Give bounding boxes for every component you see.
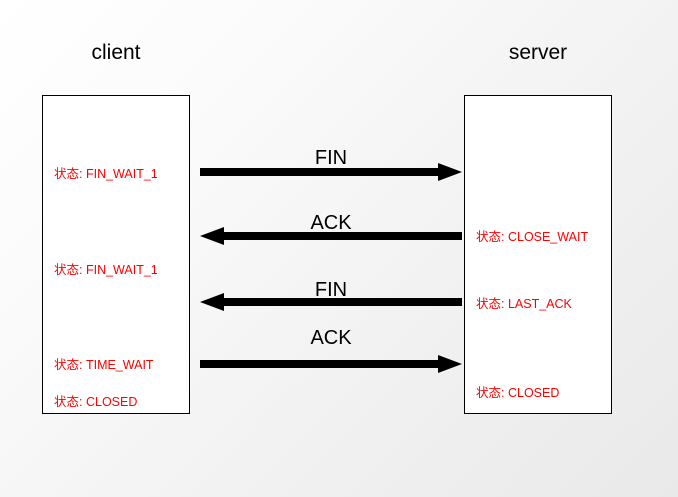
- message-arrow-right: [200, 163, 462, 181]
- message-arrow-left: [200, 227, 462, 245]
- message-label-fin-2: FIN: [314, 279, 348, 301]
- server-state-label: 状态: CLOSED: [476, 387, 559, 400]
- client-state-label: 状态: FIN_WAIT_1: [54, 264, 158, 277]
- client-state-key: 状态:: [54, 167, 83, 181]
- client-state-value: CLOSED: [85, 395, 138, 409]
- server-state-value: LAST_ACK: [507, 297, 572, 311]
- client-state-label: 状态: TIME_WAIT: [54, 359, 154, 372]
- client-state-value: FIN_WAIT_1: [85, 167, 158, 181]
- client-state-value: TIME_WAIT: [85, 358, 154, 372]
- message-label-ack-1: ACK: [310, 212, 352, 234]
- server-state-key: 状态:: [476, 297, 505, 311]
- client-state-key: 状态:: [54, 358, 83, 372]
- client-state-value: FIN_WAIT_1: [85, 263, 158, 277]
- message-label-fin-1: FIN: [314, 147, 348, 169]
- message-label-ack-2: ACK: [310, 327, 352, 349]
- server-state-label: 状态: CLOSE_WAIT: [476, 231, 588, 244]
- server-state-value: CLOSE_WAIT: [507, 230, 589, 244]
- client-lifeline-box: [42, 95, 190, 414]
- server-lifeline-box: [464, 95, 612, 414]
- client-state-label: 状态: CLOSED: [54, 396, 137, 409]
- message-arrow-right: [200, 355, 462, 373]
- client-state-key: 状态:: [54, 263, 83, 277]
- server-state-key: 状态:: [476, 230, 505, 244]
- client-state-key: 状态:: [54, 395, 83, 409]
- server-state-label: 状态: LAST_ACK: [476, 298, 572, 311]
- server-state-key: 状态:: [476, 386, 505, 400]
- client-state-label: 状态: FIN_WAIT_1: [54, 168, 158, 181]
- client-title: client: [91, 41, 141, 64]
- server-title: server: [508, 41, 568, 64]
- server-state-value: CLOSED: [507, 386, 560, 400]
- message-arrow-left: [200, 293, 462, 311]
